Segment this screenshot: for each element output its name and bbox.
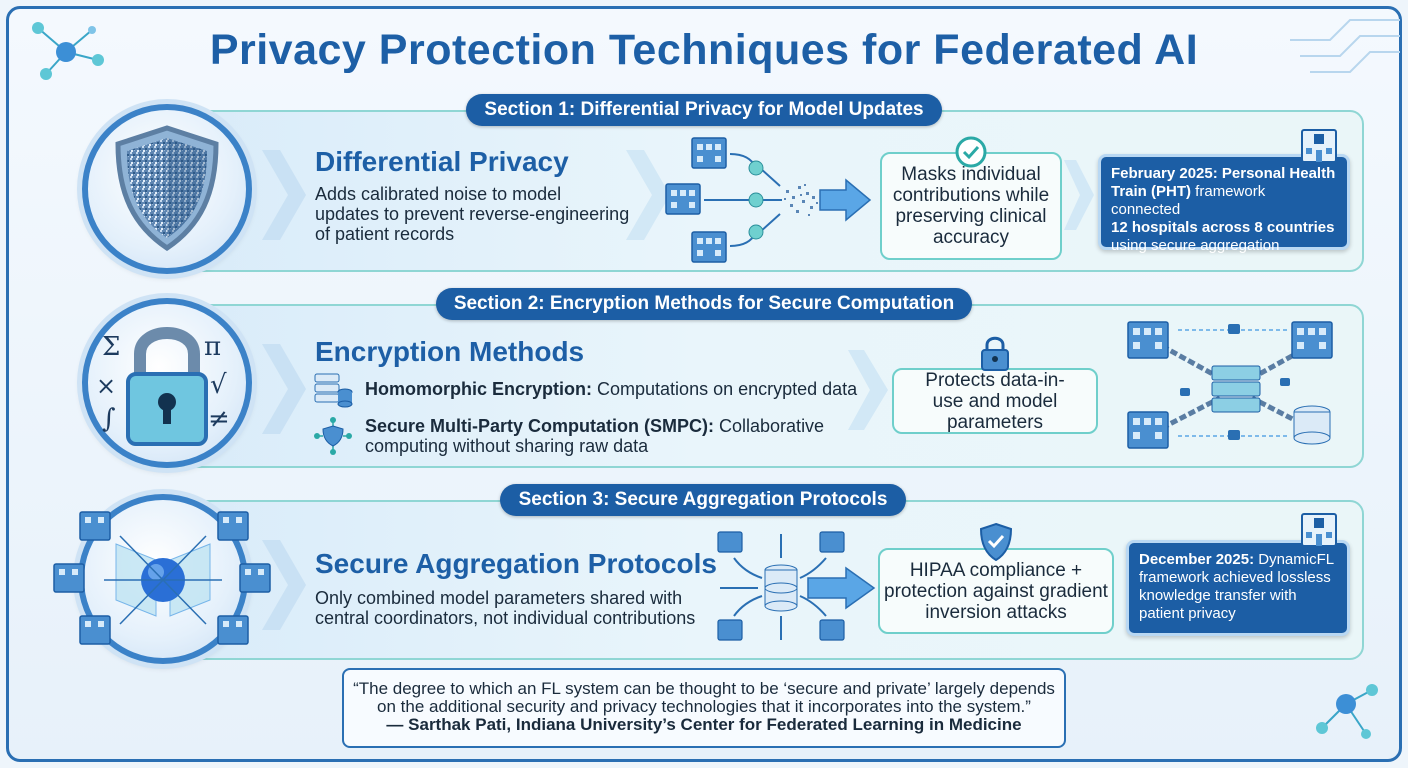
check-icon (955, 136, 987, 168)
padlock-icon (981, 336, 1009, 371)
section-3-description: Only combined model parameters shared wi… (315, 588, 696, 628)
quote-line: on the additional security and privacy t… (377, 697, 1031, 716)
section-3-heading: Secure Aggregation Protocols (315, 548, 717, 579)
padlock-icon (126, 327, 208, 446)
section-1-milestone: February 2025: Personal Health Train (PH… (1098, 154, 1350, 254)
quote-box: “The degree to which an FL system can be… (342, 668, 1066, 748)
shield-check-icon (979, 522, 1013, 562)
math-symbol: ≠ (208, 404, 230, 434)
database-icon (764, 564, 798, 612)
smpc-item: Secure Multi-Party Computation (SMPC): C… (365, 416, 825, 456)
quote-author: — Sarthak Pati, Indiana University’s Cen… (386, 715, 1022, 734)
hospital-icon (1301, 129, 1337, 163)
math-symbol: × (96, 372, 117, 400)
math-symbol: √ (210, 370, 227, 400)
aggregation-diagram (717, 531, 876, 641)
section-1-description: Adds calibrated noise to model updates t… (315, 184, 630, 244)
emblem-hospitals (53, 511, 271, 645)
globe-icon (104, 535, 222, 625)
section-2-heading: Encryption Methods (315, 336, 585, 367)
database-icon (1293, 405, 1331, 445)
section-3-pill: Section 3: Secure Aggregation Protocols (500, 484, 906, 516)
hospital-icon (1301, 513, 1337, 547)
shield-icon (115, 125, 219, 252)
section-1-pill: Section 1: Differential Privacy for Mode… (466, 94, 942, 126)
section-2-emblem: Σ π × √ ∫ ≠ (82, 298, 252, 468)
chevron-right-icon (262, 540, 306, 630)
chevron-right-icon (1064, 160, 1094, 230)
math-symbol: ∫ (102, 404, 116, 434)
chevron-right-icon (262, 344, 306, 434)
server-icon (1211, 365, 1261, 413)
math-symbol: Σ (102, 332, 121, 362)
section-1-outcome: Masks individual contributions while pre… (880, 152, 1062, 260)
section-1-emblem (82, 104, 252, 274)
noise-aggregation-diagram (665, 137, 872, 263)
server-icon (314, 373, 353, 408)
encrypted-network-diagram (1127, 321, 1333, 449)
math-symbol: π (204, 332, 222, 362)
chevron-right-icon (626, 150, 670, 240)
section-2-pill: Section 2: Encryption Methods for Secure… (436, 288, 972, 320)
hospital-icon (717, 531, 845, 641)
quote-line: “The degree to which an FL system can be… (353, 679, 1055, 698)
section-2-outcome: Protects data-in- use and model paramete… (892, 368, 1098, 434)
section-1-heading: Differential Privacy (315, 146, 569, 177)
section-3-outcome: HIPAA compliance + protection against gr… (878, 548, 1114, 634)
chevron-right-icon (262, 150, 306, 240)
chevron-right-icon (848, 350, 888, 430)
section-3-milestone: December 2025: DynamicFL framework achie… (1126, 540, 1350, 636)
page-title: Privacy Protection Techniques for Federa… (209, 26, 1199, 74)
homomorphic-encryption-item: Homomorphic Encryption: Computations on … (365, 379, 858, 399)
shield-network-icon (314, 417, 352, 455)
